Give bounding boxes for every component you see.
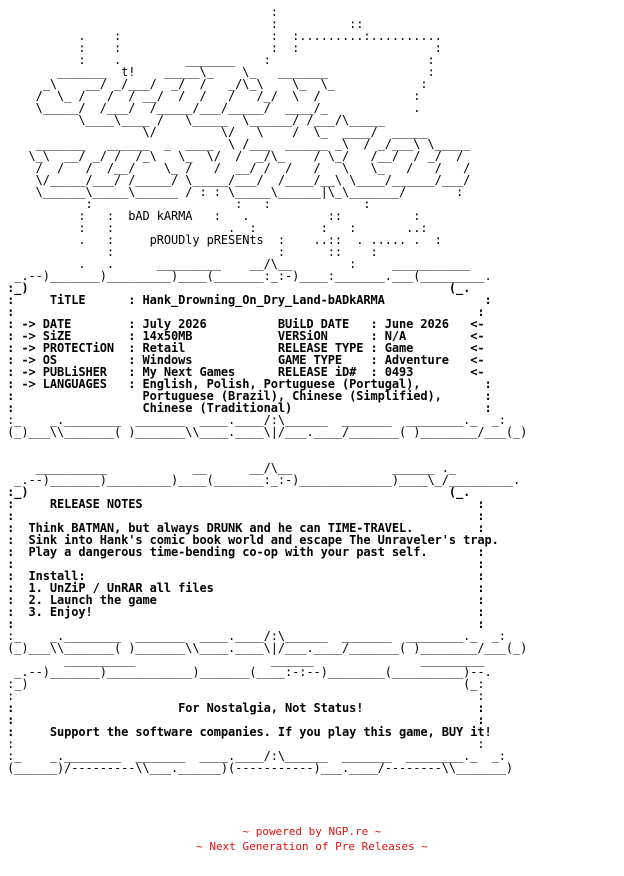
nfo-line: \/_____/___/ /_____/ \_____/___/ /____/_… — [0, 173, 471, 187]
nfo-line: : : — [0, 557, 485, 571]
nfo-line: . . _________ __/\__ : ___________ — [0, 257, 471, 271]
nfo-line: :_ _.________ _______ ____.____/:\______… — [0, 413, 506, 427]
nfo-line: : : — [0, 305, 485, 319]
nfo-line: : TiTLE : Hank_Drowning_On_Dry_Land-bADk… — [0, 293, 492, 307]
nfo-line: : : : : : — [0, 41, 442, 55]
nfo-line: : Portuguese (Brazil), Chinese (Simplifi… — [0, 389, 492, 403]
nfo-line: : -> SiZE : 14x50MB VERSiON : N/A <- — [0, 329, 485, 343]
nfo-line: : -> PUBLiSHER : My Next Games RELEASE i… — [0, 365, 485, 379]
nfo-line: \______\_____\______ / : : \_____\______… — [0, 185, 464, 199]
nfo-line: : — [0, 5, 278, 19]
nfo-line: / / / /__/ \_ / / __/ / / / \ \_ / / / — [0, 161, 471, 175]
nfo-line: :_ _.________ _______ ____.____/:\______… — [0, 749, 506, 763]
nfo-line: : -> DATE : July 2026 BUiLD DATE : June … — [0, 317, 485, 331]
nfo-line: : -> OS : Windows GAME TYPE : Adventure … — [0, 353, 485, 367]
nfo-line: __________ ______ _________ — [0, 653, 485, 667]
nfo-line: : Sink into Hank's comic book world and … — [0, 533, 499, 547]
nfo-line: : Chinese (Traditional) : — [0, 401, 492, 415]
nfo-line: \_\ __/ _/ / /_\ \_ \/ / _/\_ / \_/ /__/… — [0, 149, 464, 163]
nfo-line: . : : :.........:.......... — [0, 29, 442, 43]
nfo-line: : : . : : : ..: — [0, 221, 428, 235]
nfo-line: : :: — [0, 17, 364, 31]
nfo-line: : Install: : — [0, 569, 485, 583]
nfo-line: . : pROUDly pRESENts : ..:: . ..... . : — [0, 233, 442, 247]
nfo-line: : : — [0, 617, 485, 631]
nfo-line: __________ __ __/\__ ______ ._ — [0, 461, 456, 475]
nfo-line: _.--)_______)_________)____(_______:_:-)… — [0, 473, 521, 487]
nfo-line: : 1. UnZiP / UnRAR all files : — [0, 581, 485, 595]
credits-powered-by: ~ powered by NGP.re ~ — [242, 825, 382, 838]
nfo-line: (______)/---------\\___.______)(--------… — [0, 761, 513, 775]
nfo-line: / \_ / / / __/ / / / /_/ \ / : — [0, 89, 421, 103]
nfo-line: : : :: : — [0, 245, 378, 259]
nfo-line: :_) (_. — [0, 485, 471, 499]
nfo-line: \/ \/ \ / \_ ____/ _____ — [0, 125, 428, 139]
nfo-line: : : — [0, 737, 485, 751]
nfo-line: : : — [0, 713, 485, 727]
nfo-line: : Think BATMAN, but always DRUNK and he … — [0, 521, 485, 535]
nfo-line: : : — [0, 689, 485, 703]
nfo-line: \_____/ /___/ /_____/___/_____/ ____/_ . — [0, 101, 421, 115]
nfo-line: : -> LANGUAGES : English, Polish, Portug… — [0, 377, 492, 391]
nfo-line — [0, 438, 624, 450]
nfo-line: : : bAD kARMA : . :: : — [0, 209, 421, 223]
nfo-line: : RELEASE NOTES : — [0, 497, 485, 511]
credits-footer: ~ powered by NGP.re ~ ~ Next Generation … — [0, 824, 624, 854]
nfo-line: : -> PROTECTiON : Retail RELEASE TYPE : … — [0, 341, 485, 355]
nfo-line: _\ __/ _/___/ _/ / _/\_\ \_ \_ : — [0, 77, 428, 91]
nfo-line: :_) (_: — [0, 677, 485, 691]
nfo-line: \____\____ / \_____ \______/ /___/\_____ — [0, 113, 435, 127]
nfo-line: : . _______ : : — [0, 53, 435, 67]
nfo-line: (_)___\\_______( )_______\\____.____\|/_… — [0, 425, 528, 439]
nfo-line: :_ _.________ _______ ____.____/:\______… — [0, 629, 506, 643]
nfo-line: (_)___\\_______( )_______\\____.____\|/_… — [0, 641, 528, 655]
nfo-line: _.--)_______)____________)_______(____:-… — [0, 665, 492, 679]
nfo-line: : Support the software companies. If you… — [0, 725, 492, 739]
nfo-line: :_) (_. — [0, 281, 471, 295]
nfo-text: : : :: . : : :.........:.......... : : :… — [0, 6, 624, 774]
credits-tagline: ~ Next Generation of Pre Releases ~ — [196, 840, 428, 853]
nfo-line: : : : : — [0, 197, 371, 211]
nfo-line: : For Nostalgia, Not Status! : — [0, 701, 485, 715]
nfo-line: : 3. Enjoy! : — [0, 605, 485, 619]
nfo-line: : 2. Launch the game : — [0, 593, 485, 607]
nfo-line: _______ t! _____\_ \_ _______ : — [0, 65, 435, 79]
nfo-line: : Play a dangerous time-bending co-op wi… — [0, 545, 485, 559]
nfo-line: _______ ______ _ ____ \ /___ ______ _\ /… — [0, 137, 471, 151]
nfo-line: _.--)_______)_________)____(_______:_:-)… — [0, 269, 492, 283]
nfo-line: : : — [0, 509, 485, 523]
